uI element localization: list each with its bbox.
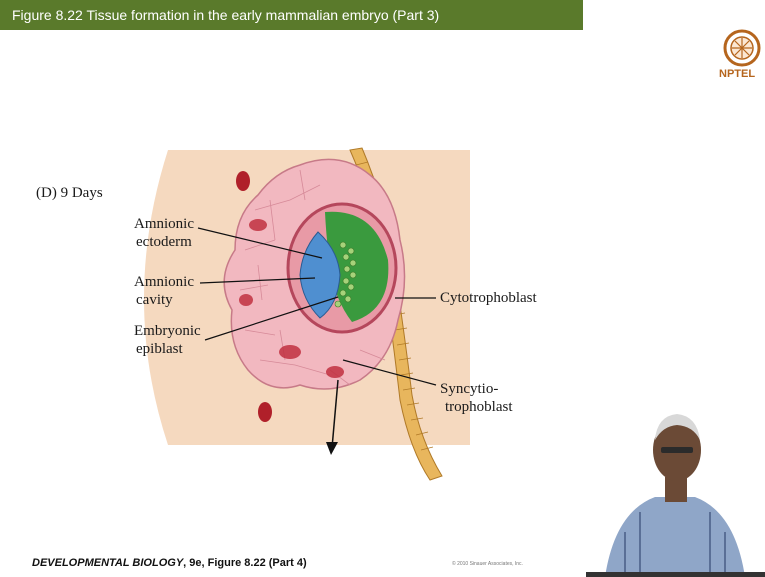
label-syncytiotrophoblast-line1: Syncytio- [440,380,498,399]
down-arrow-head [326,442,338,455]
label-embryonic-epiblast-line1: Embryonic [134,322,201,341]
presenter-glasses [661,447,693,453]
video-bottom-bar [586,572,765,577]
footer-citation: DEVELOPMENTAL BIOLOGY, 9e, Figure 8.22 (… [32,557,307,569]
label-amnionic-ectoderm-line2: ectoderm [136,233,192,252]
label-cytotrophoblast: Cytotrophoblast [440,289,537,308]
copyright-notice: © 2010 Sinauer Associates, Inc. [452,561,523,567]
label-amnionic-cavity-line2: cavity [136,291,173,310]
blood-cell [236,171,250,191]
panel-label: (D) 9 Days [36,184,103,203]
blood-cell [258,402,272,422]
label-amnionic-cavity-line1: Amnionic [134,273,194,292]
label-amnionic-ectoderm-line1: Amnionic [134,215,194,234]
footer-figure-ref: , 9e, Figure 8.22 (Part 4) [183,557,307,569]
footer-book-title: DEVELOPMENTAL BIOLOGY [32,557,183,569]
presenter-video [585,392,765,577]
label-embryonic-epiblast-line2: epiblast [136,340,183,359]
label-syncytiotrophoblast-line2: trophoblast [445,398,513,417]
